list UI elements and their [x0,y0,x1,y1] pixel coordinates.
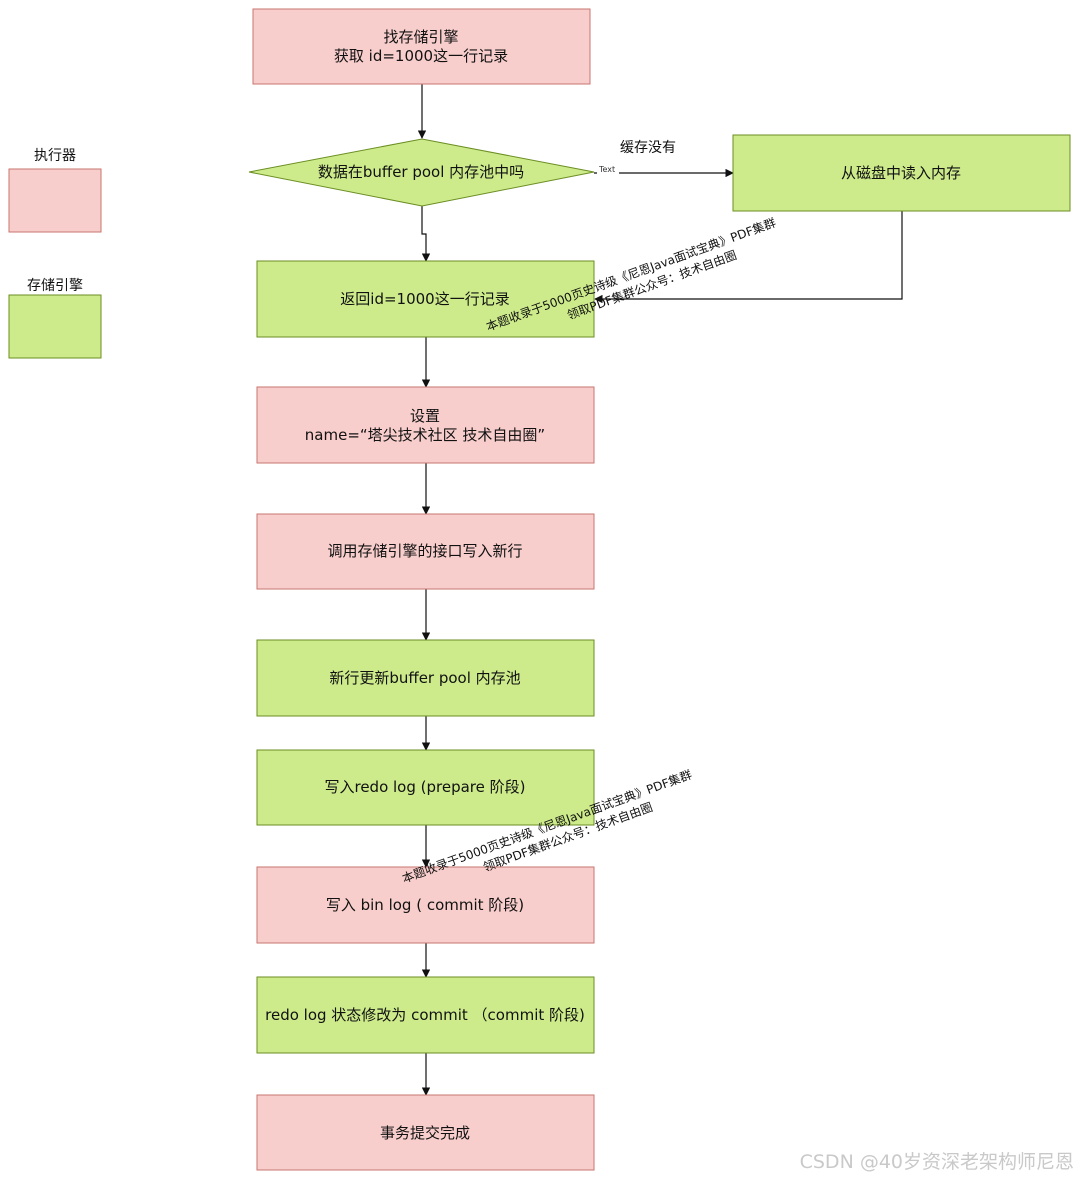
node-call-write-box [256,513,595,590]
node-update-buffer: 新行更新buffer pool 内存池 [256,639,595,717]
node-write-binlog-box [256,866,595,944]
node-tx-complete-label: 事务提交完成 [380,1124,470,1142]
node-redo-commit-label: redo log 状态修改为 commit （commit 阶段) [265,1006,585,1024]
node-tx-complete-box [256,1094,595,1171]
edge-sublabel-bg [597,164,619,175]
legend-executor-label: 执行器 [34,148,76,164]
node-return-row-label: 返回id=1000这一行记录 [340,290,509,308]
node-read-disk: 从磁盘中读入内存 [732,134,1071,212]
node-find-engine-line2: 获取 id=1000这一行记录 [334,47,508,65]
node-write-redo: 写入redo log (prepare 阶段) [256,749,595,826]
node-return-row: 返回id=1000这一行记录 [256,260,595,338]
csdn-watermark: CSDN @40岁资深老架构师尼恩 [799,1151,1074,1173]
node-find-engine: 找存储引擎 获取 id=1000这一行记录 [252,8,591,85]
legend: 执行器 存储引擎 [8,148,102,359]
node-tx-complete: 事务提交完成 [256,1094,595,1171]
node-update-buffer-box [256,639,595,717]
node-update-buffer-label: 新行更新buffer pool 内存池 [329,669,520,687]
node-find-engine-line1: 找存储引擎 [383,28,458,46]
edge-check-to-return [421,206,431,262]
node-set-name: 设置 name=“塔尖技术社区 技术自由圈” [256,386,595,464]
legend-engine-label: 存储引擎 [27,278,83,294]
edge-sublabel: Text [598,165,615,174]
edge-disk-to-return [594,211,903,304]
node-write-binlog-label: 写入 bin log ( commit 阶段) [326,896,524,914]
legend-engine-swatch [8,294,102,359]
node-in-buffer-pool-diamond [248,138,595,207]
node-call-write-label: 调用存储引擎的接口写入新行 [327,542,522,560]
legend-executor-swatch [8,168,102,233]
node-set-name-box [256,386,595,464]
node-set-name-line1: 设置 [410,407,440,425]
node-redo-commit: redo log 状态修改为 commit （commit 阶段) [256,976,595,1054]
node-redo-commit-box [256,976,595,1054]
edge-label-cache-miss: 缓存没有 [620,140,676,156]
node-write-redo-box [256,749,595,826]
node-in-buffer-pool-label: 数据在buffer pool 内存池中吗 [318,163,524,181]
node-return-row-box [256,260,595,338]
node-find-engine-box [252,8,591,85]
node-write-binlog: 写入 bin log ( commit 阶段) [256,866,595,944]
node-write-redo-label: 写入redo log (prepare 阶段) [324,778,525,796]
node-in-buffer-pool: 数据在buffer pool 内存池中吗 [248,138,595,207]
node-read-disk-label: 从磁盘中读入内存 [841,164,961,182]
node-set-name-line2: name=“塔尖技术社区 技术自由圈” [305,426,545,444]
node-call-write: 调用存储引擎的接口写入新行 [256,513,595,590]
node-read-disk-box [732,134,1071,212]
